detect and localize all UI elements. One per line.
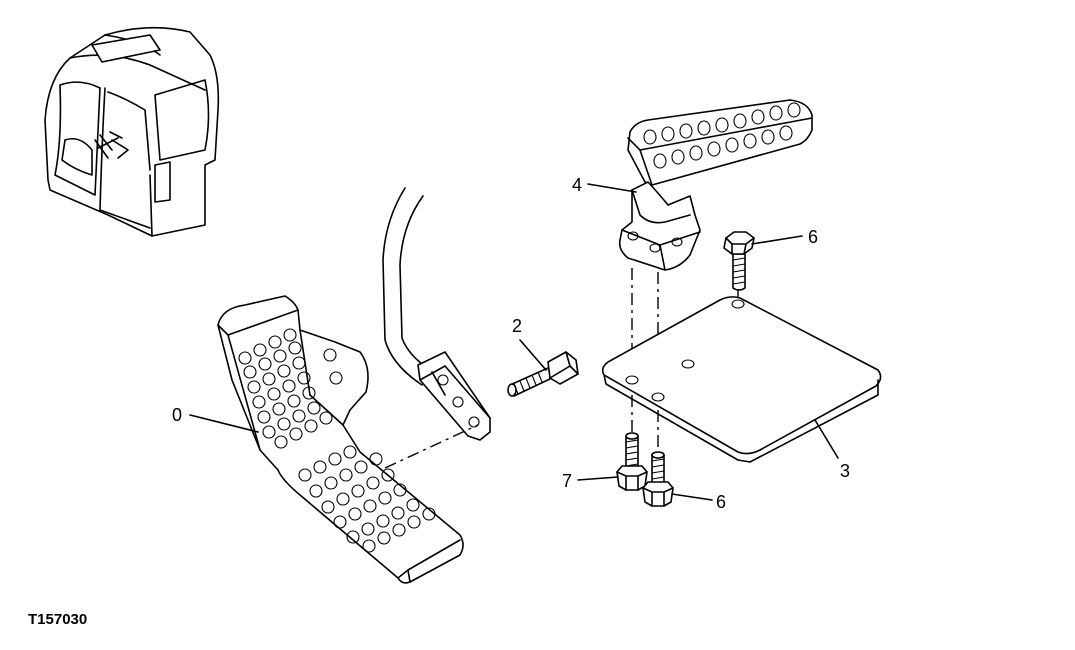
bolt-6-top bbox=[723, 231, 755, 291]
assembly-centerline bbox=[384, 424, 479, 469]
callout-2: 2 bbox=[512, 316, 522, 336]
bolt-6-bottom bbox=[642, 451, 674, 507]
pedal-rod bbox=[382, 187, 491, 441]
pedal-left bbox=[217, 295, 464, 584]
leader-4 bbox=[587, 183, 637, 193]
leader-3 bbox=[814, 419, 839, 459]
figure-id: T157030 bbox=[28, 611, 87, 628]
bolt-2 bbox=[507, 351, 579, 397]
callout-6-top: 6 bbox=[808, 227, 818, 247]
callout-3: 3 bbox=[840, 461, 850, 481]
leader-0 bbox=[189, 414, 259, 433]
callout-6-bottom: 6 bbox=[716, 492, 726, 512]
leader-6b bbox=[671, 493, 713, 501]
pedal-right bbox=[618, 99, 813, 271]
callout-7: 7 bbox=[562, 471, 572, 491]
leader-7 bbox=[577, 476, 619, 481]
bolt-7 bbox=[616, 432, 648, 491]
callout-0: 0 bbox=[172, 405, 182, 425]
leader-2 bbox=[519, 339, 547, 371]
leader-6a bbox=[751, 235, 803, 245]
callout-4: 4 bbox=[572, 175, 582, 195]
cab-locator-icon bbox=[44, 26, 220, 237]
mounting-plate bbox=[601, 296, 882, 463]
